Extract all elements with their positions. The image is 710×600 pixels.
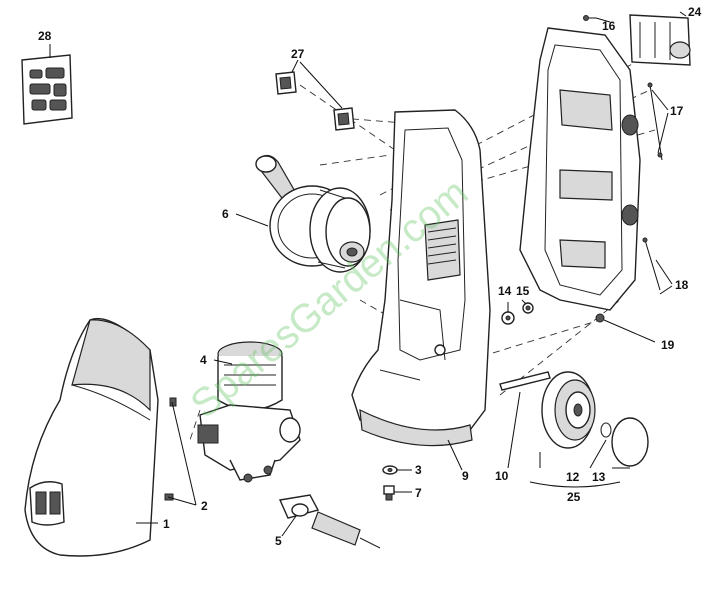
part-4-motor-pump [197, 341, 301, 483]
part-15-nut [522, 302, 534, 314]
part-10-axle [499, 371, 551, 391]
callout-25: 25 [567, 490, 581, 504]
part-3-washer [382, 465, 398, 475]
callout-10: 10 [495, 469, 509, 483]
callout-14: 14 [498, 284, 512, 298]
rear-frame [519, 27, 641, 323]
callout-13: 13 [592, 470, 606, 484]
callout-1: 1 [163, 517, 170, 531]
part-17-screws [647, 82, 663, 161]
part-18-screws [642, 237, 661, 291]
callout-6: 6 [222, 207, 229, 221]
part-14-nut [501, 311, 515, 325]
callout-27: 27 [291, 47, 305, 61]
callout-17: 17 [670, 104, 684, 118]
part-27-clips [275, 71, 355, 131]
callout-3: 3 [415, 463, 422, 477]
callout-5: 5 [275, 534, 282, 548]
callout-28: 28 [38, 29, 52, 43]
part-5-hose-connector [278, 494, 381, 549]
part-1-front-cover [24, 318, 159, 557]
callout-4: 4 [200, 353, 207, 367]
part-16-screw [583, 15, 596, 21]
callout-12: 12 [566, 470, 580, 484]
callout-7: 7 [415, 486, 422, 500]
leader-lines [49, 11, 687, 537]
callout-24: 24 [688, 5, 702, 19]
part-25-wheel [541, 371, 596, 449]
part-9-main-housing [351, 109, 491, 447]
part-13-hubcap [611, 417, 649, 467]
part-6-hose-reel [255, 154, 371, 273]
part-24-bracket [629, 14, 691, 66]
callout-18: 18 [675, 278, 689, 292]
callout-2: 2 [201, 499, 208, 513]
callout-15: 15 [516, 284, 530, 298]
callout-9: 9 [462, 469, 469, 483]
callout-16: 16 [602, 19, 616, 33]
part-12-clip [600, 422, 612, 438]
callout-labels: 28 27 6 4 1 2 5 3 7 9 10 14 15 16 17 18 … [38, 5, 702, 548]
part-7-bolt [383, 485, 395, 501]
callout-19: 19 [661, 338, 675, 352]
part-28-label-sheet [21, 54, 73, 125]
